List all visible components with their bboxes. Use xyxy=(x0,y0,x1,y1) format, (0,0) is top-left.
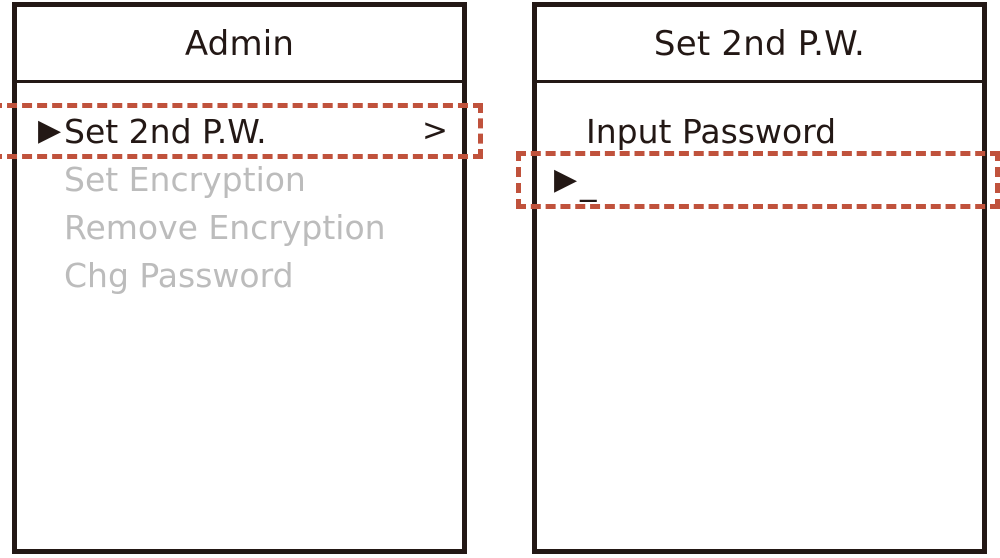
password-entry-row[interactable]: ▶ _ xyxy=(537,155,982,205)
input-password-label: Input Password xyxy=(586,111,837,151)
selection-caret-placeholder-icon: ▶ xyxy=(38,212,64,242)
menu-item-label: Chg Password xyxy=(64,255,294,295)
menu-item-label: Set Encryption xyxy=(64,159,306,199)
chevron-right-icon: > xyxy=(422,112,448,149)
admin-menu-titlebar: Admin xyxy=(17,7,462,83)
admin-menu-body: ▶ Set 2nd P.W. > ▶ Set Encryption ▶ Remo… xyxy=(17,86,462,549)
selection-caret-placeholder-icon: ▶ xyxy=(38,164,64,194)
menu-item-set-encryption: ▶ Set Encryption xyxy=(17,155,462,203)
selection-caret-icon: ▶ xyxy=(38,113,62,148)
set-2nd-pw-titlebar: Set 2nd P.W. xyxy=(537,7,982,83)
admin-menu-screen: Admin ▶ Set 2nd P.W. > ▶ Set Encryption … xyxy=(12,2,467,554)
selection-caret-icon: ▶ xyxy=(554,162,578,197)
password-input[interactable]: _ xyxy=(580,162,597,202)
menu-item-remove-encryption: ▶ Remove Encryption xyxy=(17,203,462,251)
menu-item-label: Remove Encryption xyxy=(64,207,386,247)
menu-item-chg-password: ▶ Chg Password xyxy=(17,251,462,299)
set-2nd-pw-body: Input Password ▶ _ xyxy=(537,86,982,549)
admin-menu-list: ▶ Set 2nd P.W. > ▶ Set Encryption ▶ Remo… xyxy=(17,86,462,299)
page-title: Admin xyxy=(184,23,295,64)
password-entry-view: Input Password ▶ _ xyxy=(537,86,982,205)
selection-caret-placeholder-icon: ▶ xyxy=(38,260,64,290)
menu-item-set-2nd-pw[interactable]: ▶ Set 2nd P.W. > xyxy=(17,107,462,155)
set-2nd-pw-screen: Set 2nd P.W. Input Password ▶ _ xyxy=(532,2,987,554)
page-title: Set 2nd P.W. xyxy=(653,23,866,64)
menu-item-label: Set 2nd P.W. xyxy=(64,111,267,151)
